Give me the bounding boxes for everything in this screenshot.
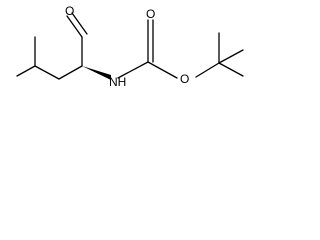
carbonyl-oxygen-label: O [146, 7, 155, 21]
methylene-to-alpha-bond [58, 65, 83, 80]
methine-to-methylene-bond [34, 65, 60, 80]
methyl-bond-left [16, 65, 36, 77]
tertbutyl-upper-methyl-bond [218, 49, 244, 64]
molecule-drawing: O NH O O [0, 0, 284, 105]
ester-oxygen-to-tertbutyl-bond [195, 62, 220, 78]
drawing-background [0, 0, 284, 105]
stereo-wedge-bond [82, 66, 111, 80]
nitrogen-to-carbonyl-bond [117, 61, 149, 79]
amide-nitrogen-label: NH [109, 75, 126, 89]
aldehyde-oxygen-label: O [65, 4, 74, 18]
bond-lines [16, 12, 244, 80]
aldehyde-double-bond-a [66, 15, 83, 38]
carbonyl-to-ester-oxygen-bond [147, 61, 178, 79]
structure-canvas: O NH O O [0, 0, 284, 105]
aldehyde-double-bond-b [71, 12, 88, 35]
tertbutyl-lower-methyl-bond [218, 62, 244, 77]
ester-oxygen-label: O [180, 72, 189, 86]
